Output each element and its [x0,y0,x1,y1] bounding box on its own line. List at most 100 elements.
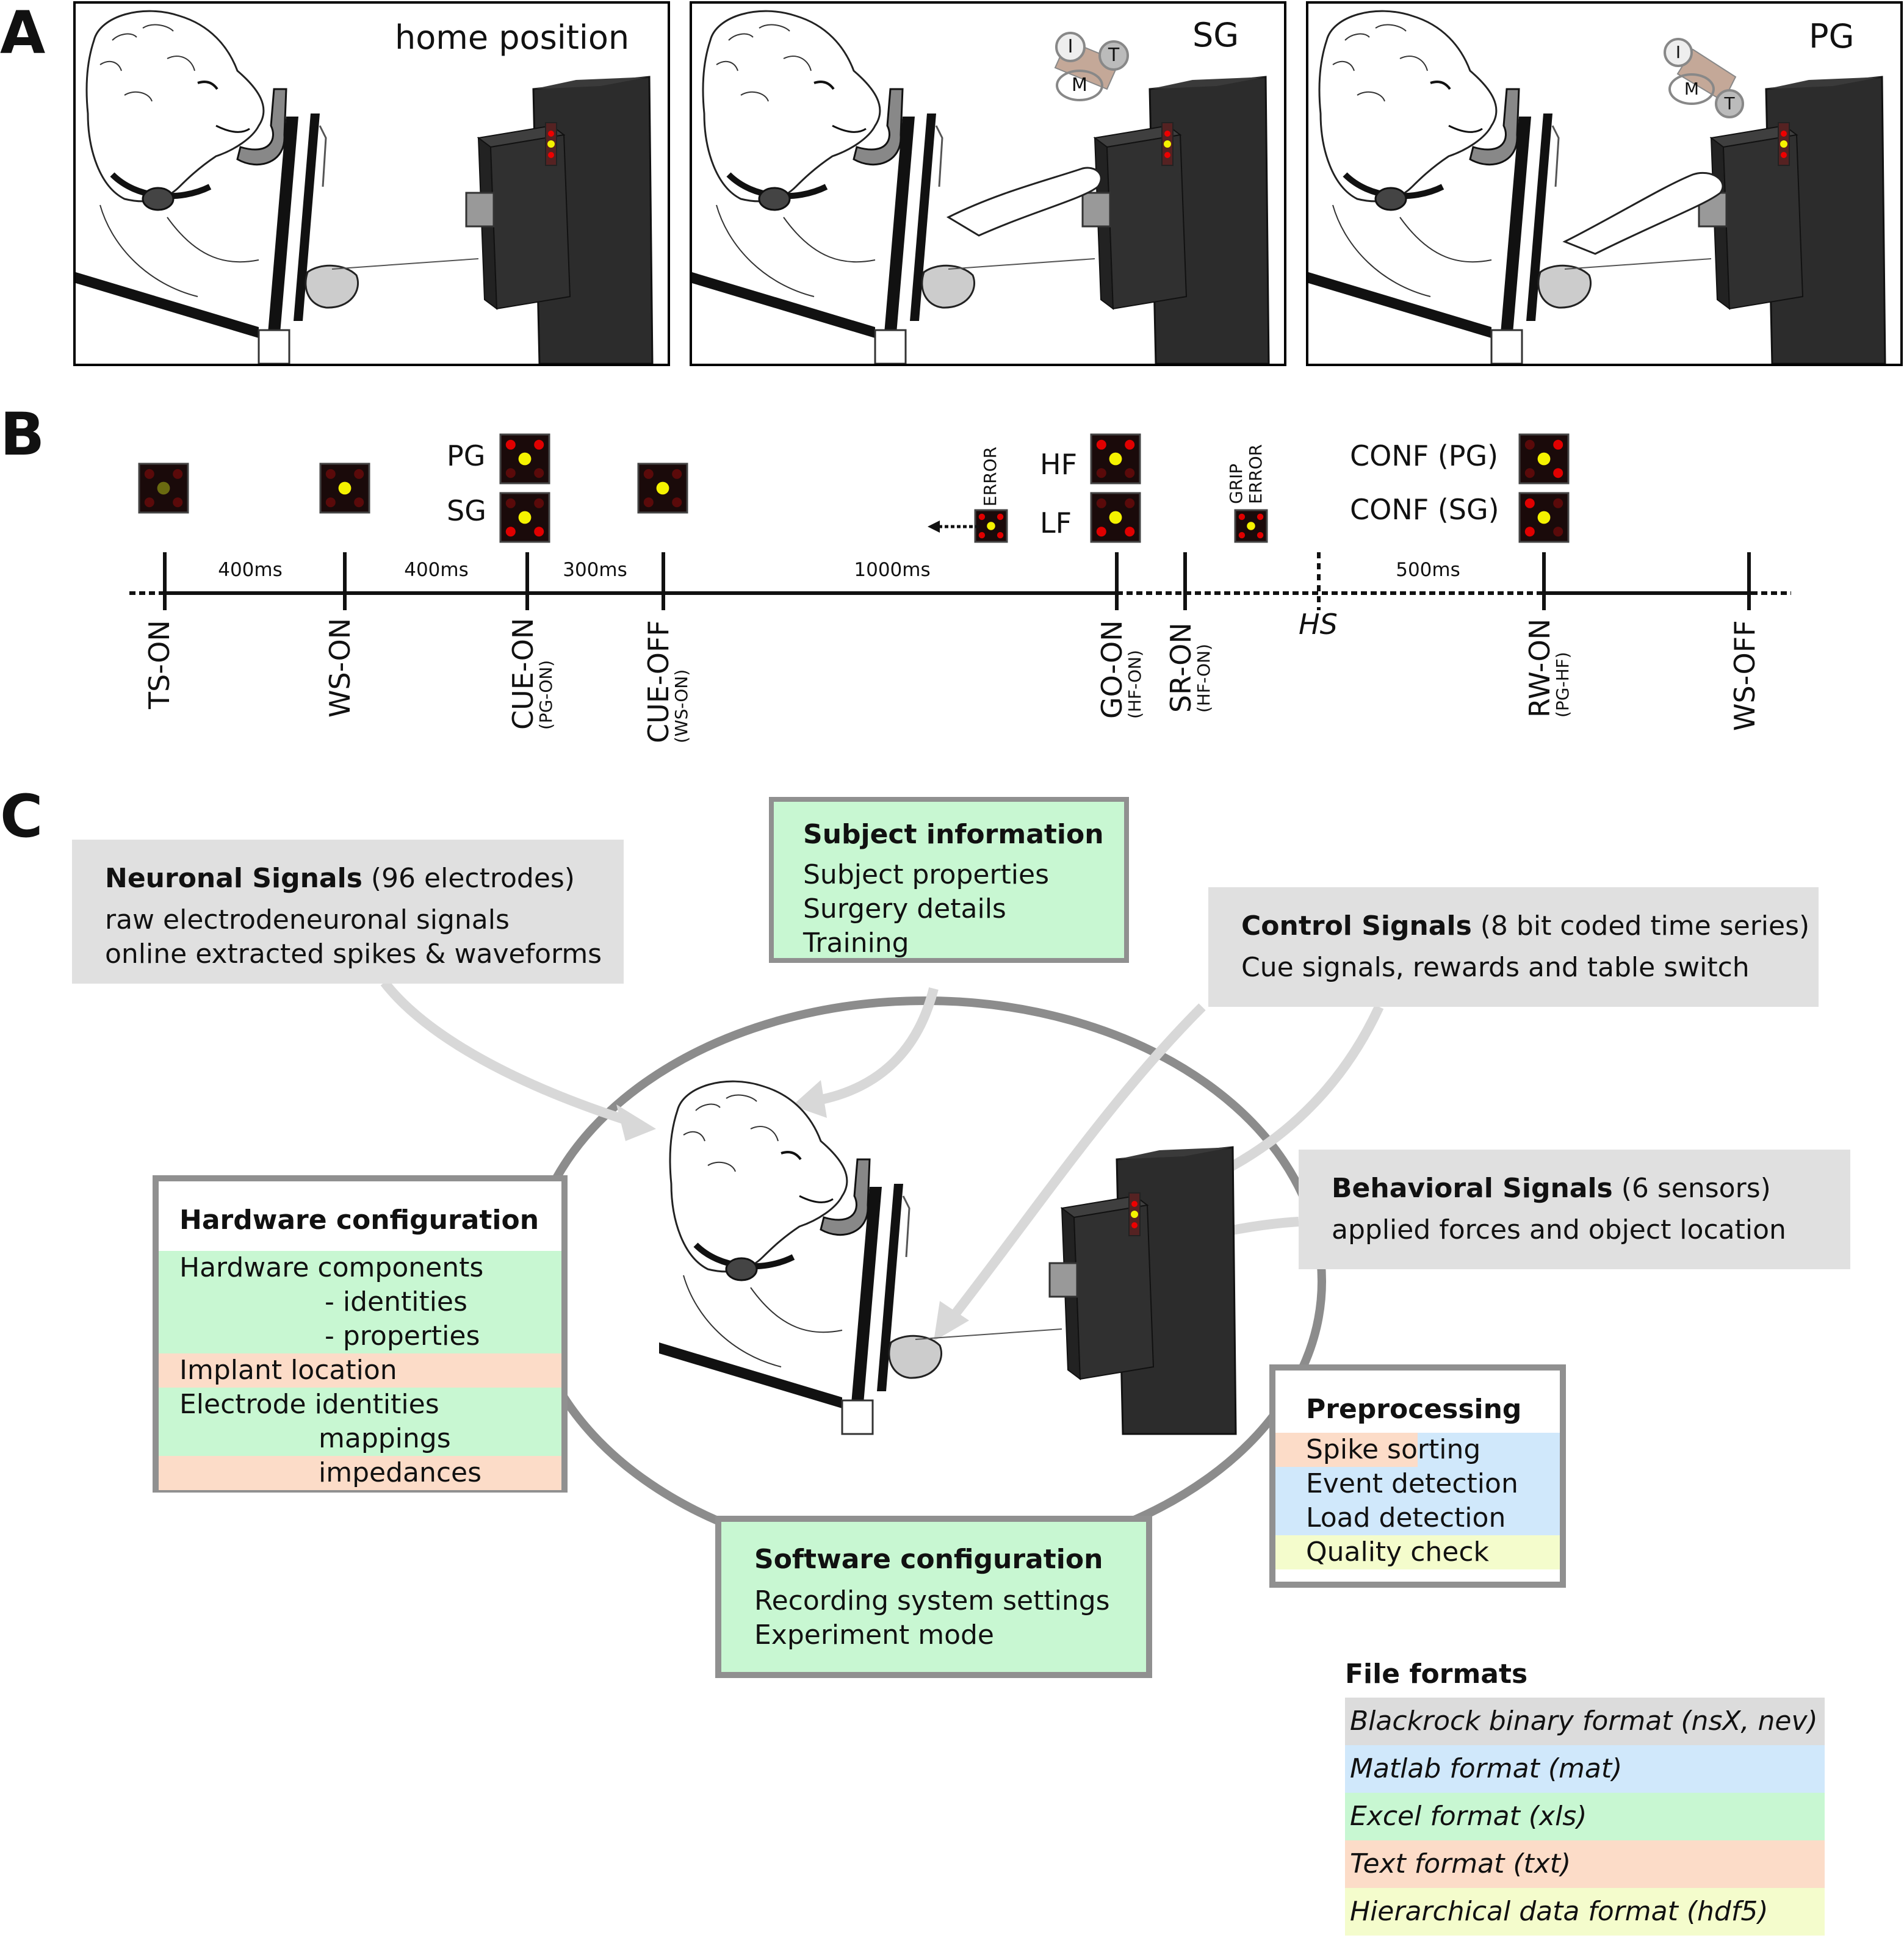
finger-middle-label: M [1072,74,1087,96]
error-text: ERROR [1246,444,1266,504]
hardware-line: - properties [159,1319,561,1353]
title-text: Behavioral Signals [1332,1173,1613,1204]
event-label: CUE-OFF [642,620,675,743]
control-signals-title: Control Signals (8 bit coded time series… [1241,909,1819,943]
led-center [1109,511,1122,524]
led-center [656,481,669,495]
led-corner [1096,498,1106,508]
neuronal-signals-box: Neuronal Signals (96 electrodes) raw ele… [72,840,624,984]
finger-middle-icon: M [1668,73,1715,105]
interval-label: 500ms [1396,559,1460,581]
event-cue-on: CUE-ON(PG-ON) [507,618,556,730]
error-text: ERROR [980,446,1000,506]
led-corner [1553,439,1563,450]
panel-title-sg: SG [1192,16,1239,54]
led-corner [1553,498,1563,508]
file-formats-title: File formats [1345,1659,1528,1690]
led-corner [1524,468,1535,478]
behavioral-signals-title: Behavioral Signals (6 sensors) [1332,1172,1850,1206]
led-corner [1096,468,1106,478]
software-configuration-box: Software configuration Recording system … [715,1516,1152,1678]
led-center [1109,452,1122,466]
finger-middle-icon: M [1056,70,1103,101]
title-suffix: (8 bit coded time series) [1480,910,1810,942]
led-center [518,452,532,466]
led-corner [978,513,986,521]
led-corner [144,469,154,479]
interval-label: 1000ms [854,559,931,581]
subject-line: Surgery details [803,893,1006,924]
led-corner [325,497,336,508]
led-corner [997,531,1004,539]
led-corner [1524,439,1535,450]
preprocessing-line: Event detection [1275,1467,1560,1501]
led-corner [1096,439,1106,450]
led-corner [1125,468,1135,478]
led-corner [1257,513,1264,521]
timeline-axis [129,552,1791,610]
behavioral-line: applied forces and object location [1332,1214,1786,1245]
software-line: Recording system settings [754,1585,1110,1616]
led-corner [144,497,154,508]
subject-information-box: Subject information Subject properties S… [769,797,1129,963]
led-center [1537,452,1551,466]
finger-middle-label: M [1684,79,1700,99]
led-center [518,511,532,524]
led-center [1537,511,1551,524]
panel-label-b: B [0,400,45,469]
hardware-configuration-box: Hardware configuration Hardware componen… [153,1175,568,1493]
file-format-hdf5: Hierarchical data format (hdf5) [1345,1888,1825,1936]
hardware-line: Implant location [159,1353,561,1388]
software-line: Experiment mode [754,1619,994,1651]
interval-label: 300ms [563,559,627,581]
hardware-line: Electrode identities [159,1388,561,1422]
event-label: RW-ON [1523,618,1556,718]
control-line: Cue signals, rewards and table switch [1241,952,1750,983]
led-corner [1524,527,1535,537]
led-corner [505,468,516,478]
error-arrow-icon [928,521,979,533]
control-signals-box: Control Signals (8 bit coded time series… [1208,887,1819,1007]
led-corner [1125,527,1135,537]
led-corner [1257,531,1264,539]
file-format-matlab: Matlab format (mat) [1345,1745,1825,1793]
title-suffix: (6 sensors) [1621,1173,1771,1204]
hardware-configuration-title: Hardware configuration [179,1205,539,1236]
cue-label-sg: SG [447,494,486,527]
neuronal-line: online extracted spikes & waveforms [105,938,602,970]
file-format-text: Text format (txt) [1345,1840,1825,1888]
finger-thumb-icon: T [1715,89,1744,118]
led-corner [997,513,1004,521]
led-corner [643,497,654,508]
panel-title-pg: PG [1809,17,1855,56]
led-corner [505,498,516,508]
led-corner [325,469,336,479]
cue-label-hf: HF [1040,448,1078,481]
led-corner [534,468,544,478]
led-corner [505,439,516,450]
led-corner [1238,513,1246,521]
finger-thumb-label: T [1108,45,1120,66]
preprocessing-line: Load detection [1275,1501,1560,1535]
subject-line: Training [803,928,909,959]
grip-text: GRIP [1226,463,1246,504]
preprocessing-line: Quality check [1275,1535,1560,1569]
led-corner [978,531,986,539]
led-corner [1125,498,1135,508]
led-corner [534,439,544,450]
finger-index-label: I [1067,36,1073,57]
led-panels [138,433,1570,543]
led-corner [354,469,364,479]
event-label: CUE-ON [507,618,539,730]
led-corner [672,469,682,479]
neuronal-line: raw electrodeneuronal signals [105,904,510,935]
led-corner [505,527,516,537]
event-ws-on: WS-ON [323,618,356,718]
title-text: Control Signals [1241,910,1472,942]
led-corner [1553,527,1563,537]
event-cue-off: CUE-OFF(WS-ON) [642,620,691,743]
led-corner [534,498,544,508]
cue-label-conf-pg: CONF (PG) [1350,439,1499,472]
event-sr-on: SR-ON(HF-ON) [1164,622,1214,713]
